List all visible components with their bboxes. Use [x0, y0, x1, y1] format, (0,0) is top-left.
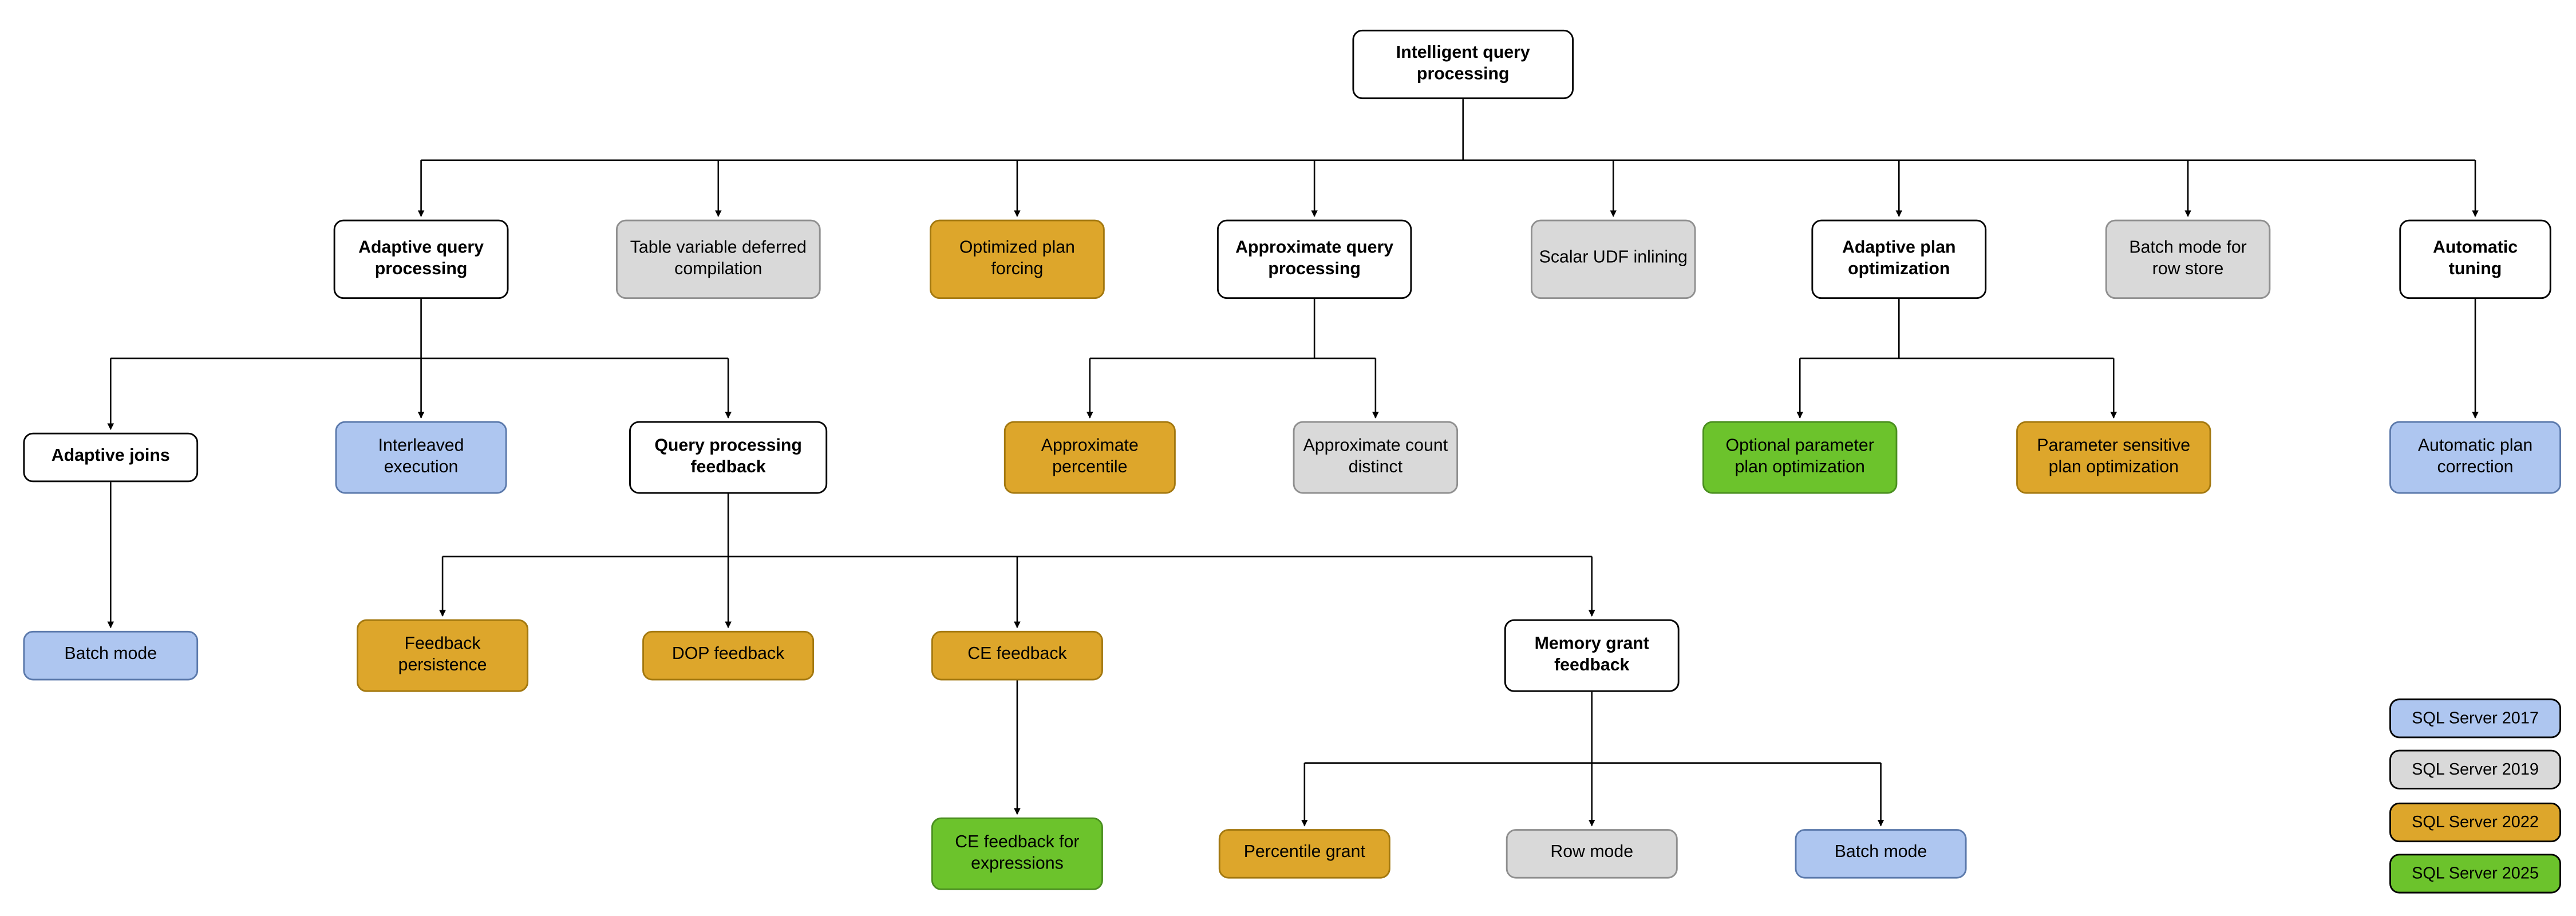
- node-optimized-plan-forcing: Optimized plan forcing: [930, 219, 1105, 299]
- node-approximate-percentile: Approximate percentile: [1003, 421, 1176, 494]
- node-interleaved-execution: Interleaved execution: [335, 421, 507, 494]
- node-approximate-query-processing: Approximate query processing: [1216, 219, 1412, 299]
- node-percentile-grant: Percentile grant: [1218, 829, 1390, 879]
- legend-sql-server-2019: SQL Server 2019: [2389, 749, 2562, 789]
- legend-sql-server-2025: SQL Server 2025: [2389, 854, 2562, 894]
- node-feedback-persistence: Feedback persistence: [357, 619, 529, 692]
- node-batch-mode-for-row-store: Batch mode for row store: [2105, 219, 2271, 299]
- node-approximate-count-distinct: Approximate count distinct: [1293, 421, 1459, 494]
- node-adaptive-joins: Adaptive joins: [23, 432, 199, 483]
- edges-memory-grant-feedback: [1301, 692, 1884, 827]
- edges-query-processing-feedback: [439, 493, 1595, 629]
- node-dop-feedback: DOP feedback: [642, 630, 815, 681]
- node-parameter-sensitive-plan-optimization: Parameter sensitive plan optimization: [2016, 421, 2211, 494]
- node-automatic-tuning: Automatic tuning: [2399, 219, 2551, 299]
- edges-approximate-query-processing: [1086, 299, 1379, 418]
- node-scalar-udf-inlining: Scalar UDF inlining: [1531, 219, 1696, 299]
- node-batch-mode-memory-grant: Batch mode: [1795, 829, 1967, 879]
- node-ce-feedback: CE feedback: [931, 630, 1103, 681]
- node-ce-feedback-for-expressions: CE feedback for expressions: [931, 817, 1103, 890]
- node-table-variable-deferred-compilation: Table variable deferred compilation: [615, 219, 821, 299]
- edges-adaptive-query-processing: [107, 299, 732, 431]
- node-row-mode: Row mode: [1506, 829, 1678, 879]
- node-adaptive-plan-optimization: Adaptive plan optimization: [1811, 219, 1987, 299]
- edges-adaptive-plan-optimization: [1796, 299, 2117, 418]
- edges-root-to-level2: [417, 99, 2479, 218]
- node-memory-grant-feedback: Memory grant feedback: [1504, 619, 1680, 692]
- node-optional-parameter-plan-optimization: Optional parameter plan optimization: [1702, 421, 1898, 494]
- node-adaptive-query-processing: Adaptive query processing: [333, 219, 509, 299]
- node-automatic-plan-correction: Automatic plan correction: [2389, 421, 2562, 494]
- legend-sql-server-2022: SQL Server 2022: [2389, 802, 2562, 843]
- node-batch-mode-adaptive-joins: Batch mode: [23, 630, 199, 681]
- node-query-processing-feedback: Query processing feedback: [629, 421, 828, 494]
- legend-sql-server-2017: SQL Server 2017: [2389, 698, 2562, 739]
- node-intelligent-query-processing: Intelligent query processing: [1352, 29, 1574, 100]
